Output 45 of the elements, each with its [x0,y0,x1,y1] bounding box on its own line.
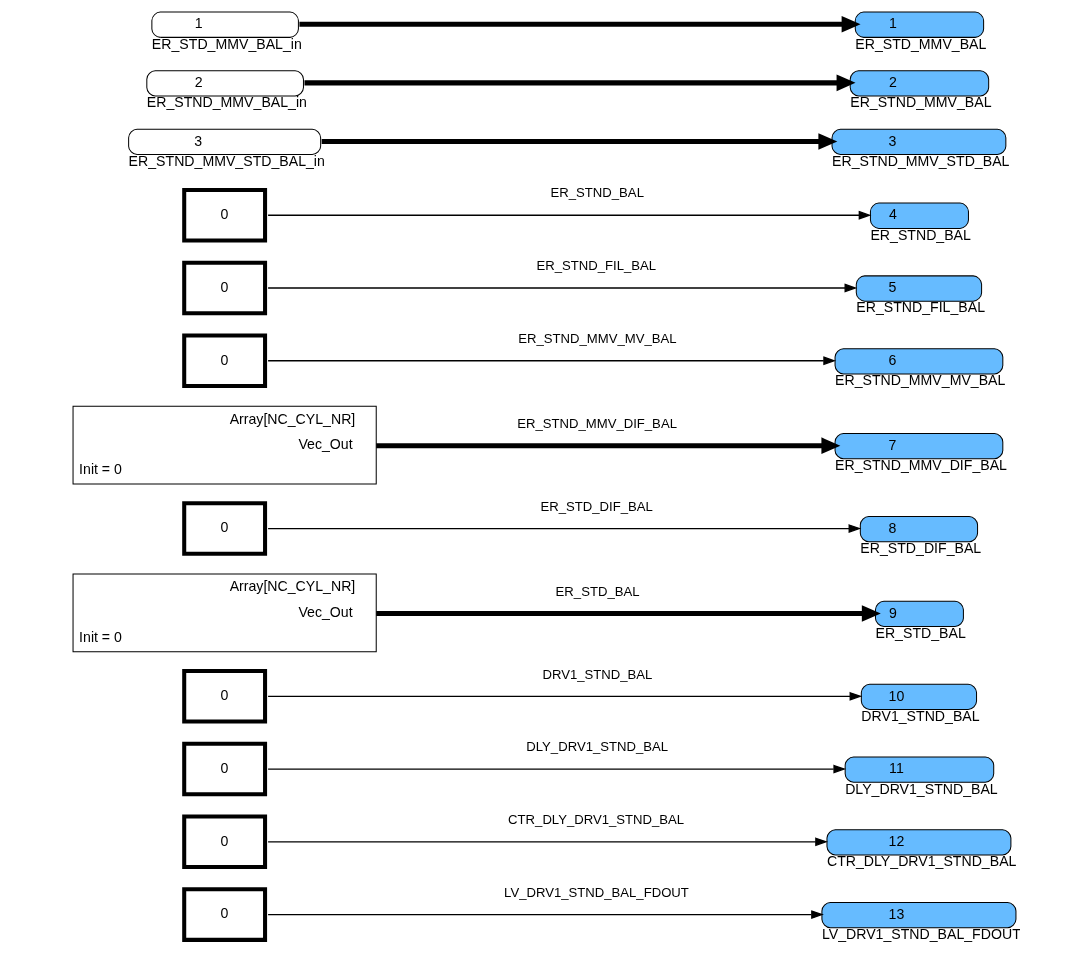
node-label: ER_STND_MMV_MV_BAL [835,372,1006,389]
node-box: 0 [182,741,268,797]
arrow [267,283,858,293]
node-box: 0 [182,333,268,389]
arrow [299,15,861,33]
node-label: ER_STND_MMV_BAL_in [146,94,307,111]
node-label: DLY_DRV1_STND_BAL [845,780,998,797]
edge-label: ER_STND_MMV_DIF_BAL [517,415,677,431]
node-label: ER_STD_MMV_BAL [855,35,987,52]
arrow [267,764,847,774]
node-box: 0 [182,260,268,316]
arrow [267,524,862,533]
node-box: Array[NC_CYL_NR] Vec_Out Init = 0 [72,405,377,485]
arrow [321,133,838,150]
arrow [304,74,856,92]
node-label: ER_STND_MMV_DIF_BAL [835,457,1007,474]
edge-label: DRV1_STND_BAL [542,666,653,682]
node-box: Array[NC_CYL_NR] Vec_Out Init = 0 [72,573,377,653]
arrow [267,837,828,847]
edge-label: CTR_DLY_DRV1_STND_BAL [508,812,685,828]
arrow [376,437,841,454]
edge-label: LV_DRV1_STND_BAL_FDOUT [504,884,689,900]
edge-label: DLY_DRV1_STND_BAL [526,739,669,755]
arrow [267,691,863,701]
edge-label: ER_STD_DIF_BAL [540,498,653,514]
node-label: CTR_DLY_DRV1_STND_BAL [826,853,1017,870]
node-label: ER_STND_MMV_BAL [850,94,992,111]
edge-label: ER_STND_FIL_BAL [536,258,657,274]
node-label: ER_STD_MMV_BAL_in [151,35,302,52]
node-box: 0 [182,501,268,556]
edge-label: ER_STND_MMV_MV_BAL [518,330,677,346]
edge-label: ER_STND_BAL [550,185,644,201]
edge-label: ER_STD_BAL [555,583,640,599]
node-box: 0 [182,814,268,870]
node-label: LV_DRV1_STND_BAL_FDOUT [821,926,1021,943]
arrow [267,210,872,220]
node-label: DRV1_STND_BAL [861,707,980,724]
node-label: ER_STND_BAL [870,226,971,243]
arrow [376,605,881,622]
node-label: ER_STND_FIL_BAL [856,299,986,316]
node-box: 0 [182,187,268,243]
node-box: 0 [182,669,268,724]
arrow [267,910,824,920]
arrow [267,356,837,366]
node-box: 0 [182,887,268,942]
